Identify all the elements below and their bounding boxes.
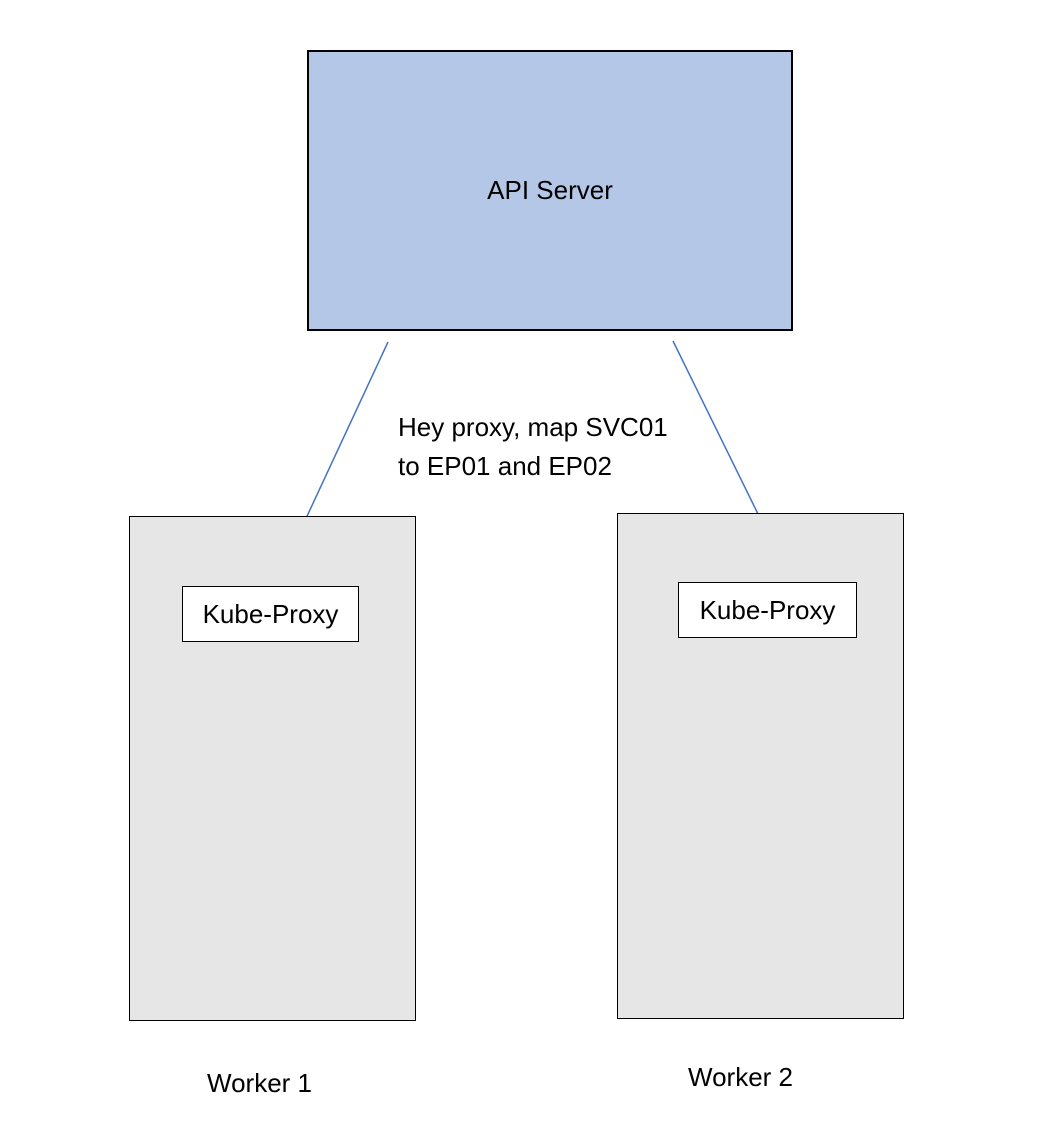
- api-message: Hey proxy, map SVC01 to EP01 and EP02: [398, 408, 668, 486]
- worker2-kube-proxy-box: Kube-Proxy: [678, 582, 857, 638]
- api-server-box: API Server: [307, 50, 793, 331]
- api-server-label: API Server: [487, 175, 613, 205]
- worker1-kube-proxy-label: Kube-Proxy: [202, 598, 339, 629]
- worker1-kube-proxy-box: Kube-Proxy: [182, 586, 359, 642]
- api-message-line1: Hey proxy, map SVC01: [398, 412, 668, 442]
- worker1-label: Worker 1: [207, 1068, 312, 1098]
- api-message-line2: to EP01 and EP02: [398, 451, 612, 481]
- worker2-kube-proxy-label: Kube-Proxy: [699, 594, 836, 625]
- worker2-label: Worker 2: [688, 1062, 793, 1092]
